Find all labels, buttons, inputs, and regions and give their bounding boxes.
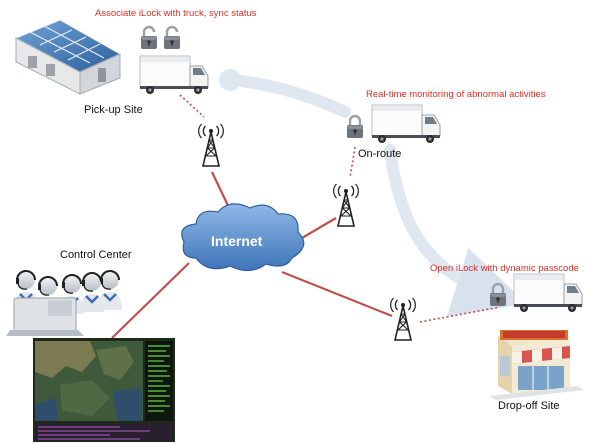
control-center-label: Control Center (60, 249, 132, 261)
warehouse-icon (14, 19, 122, 95)
route-arrow (219, 69, 527, 317)
cloud-icon (181, 203, 305, 272)
radio-tower-icon (389, 297, 417, 341)
map-dashboard-icon (33, 338, 175, 442)
padlock-icon (162, 25, 182, 51)
padlock-icon (345, 114, 365, 140)
associate-label: Associate iLock with truck, sync status (95, 8, 257, 19)
dropoff-site-label: Drop-off Site (498, 400, 560, 412)
realtime-monitoring-label: Real-time monitoring of abnormal activit… (366, 89, 546, 100)
padlock-icon (139, 25, 159, 51)
truck-icon (371, 104, 441, 144)
on-route-label: On-route (358, 148, 402, 160)
open-ilock-label: Open iLock with dynamic passcode (430, 263, 579, 274)
wireless-links (179, 94, 501, 323)
radio-tower-icon (197, 123, 225, 167)
truck-icon (139, 55, 209, 95)
pickup-site-label: Pick-up Site (84, 104, 143, 116)
padlock-icon (488, 282, 508, 308)
store-icon (490, 330, 584, 400)
truck-icon (513, 273, 583, 313)
operator-icon (6, 269, 124, 336)
internet-label: Internet (211, 233, 263, 249)
radio-tower-icon (332, 183, 360, 227)
